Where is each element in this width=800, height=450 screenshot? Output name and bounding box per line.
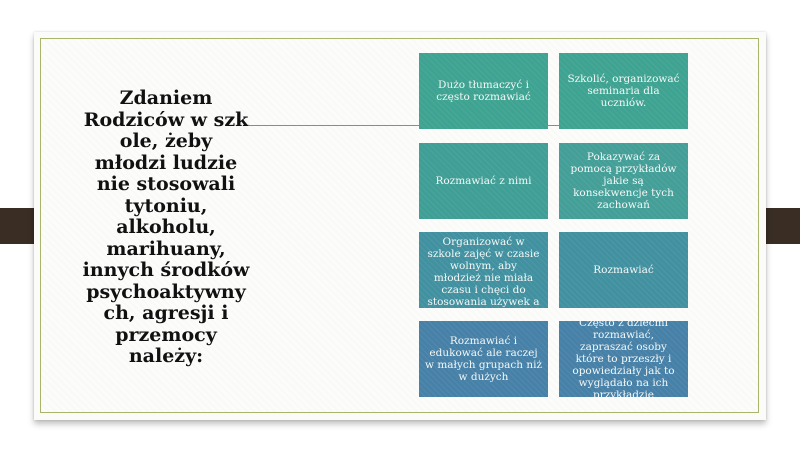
answer-box-2: Szkolić, organizować seminaria dla uczni… [559,53,688,129]
answer-box-3: Rozmawiać z nimi [419,143,548,219]
answer-box-7: Rozmawiać i edukować ale raczej w małych… [419,321,548,397]
answer-box-5: Organizować w szkole zajęć w czasie woln… [419,232,548,308]
answer-box-8: Często z dziećmi rozmawiać, zapraszać os… [559,321,688,397]
answer-box-1: Dużo tłumaczyć i często rozmawiać [419,53,548,129]
answer-box-4: Pokazywać za pomocą przykładów jakie są … [559,143,688,219]
slide-title: Zdaniem Rodziców w szk ole, żeby młodzi … [82,87,250,367]
answer-box-6: Rozmawiać [559,232,688,308]
